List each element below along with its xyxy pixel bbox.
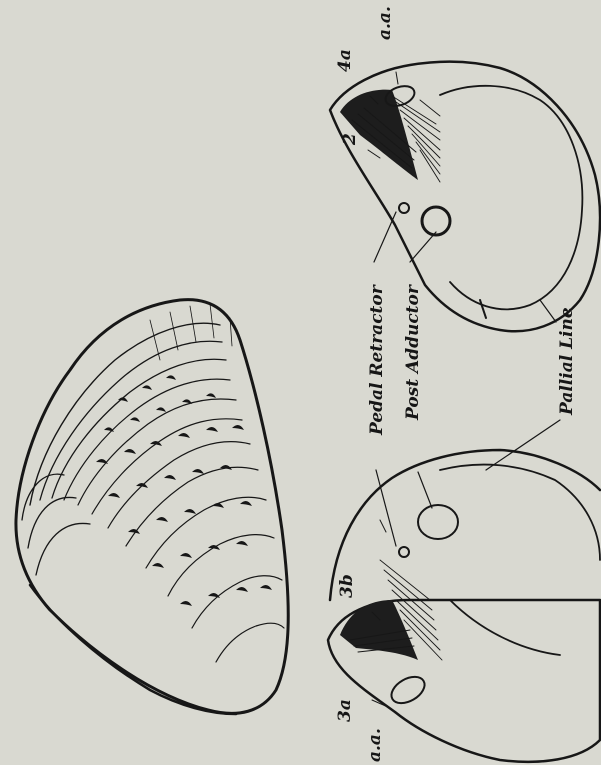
- label-2: 2: [340, 133, 360, 146]
- label-4a: 4a: [335, 49, 355, 72]
- label-3b: 3b: [337, 574, 357, 598]
- label-3a: 3a: [335, 699, 355, 722]
- label-aa-bottom: a.a.: [365, 728, 385, 762]
- label-aa-top: a.a.: [375, 6, 395, 40]
- shell-exterior-view: [16, 300, 288, 714]
- label-pedal-retractor: Pedal Retractor: [367, 284, 387, 436]
- label-pallial-line: Pallial Line: [557, 307, 577, 416]
- label-post-adductor: Post Adductor: [403, 284, 423, 421]
- interior-view-left-valve: [328, 420, 600, 762]
